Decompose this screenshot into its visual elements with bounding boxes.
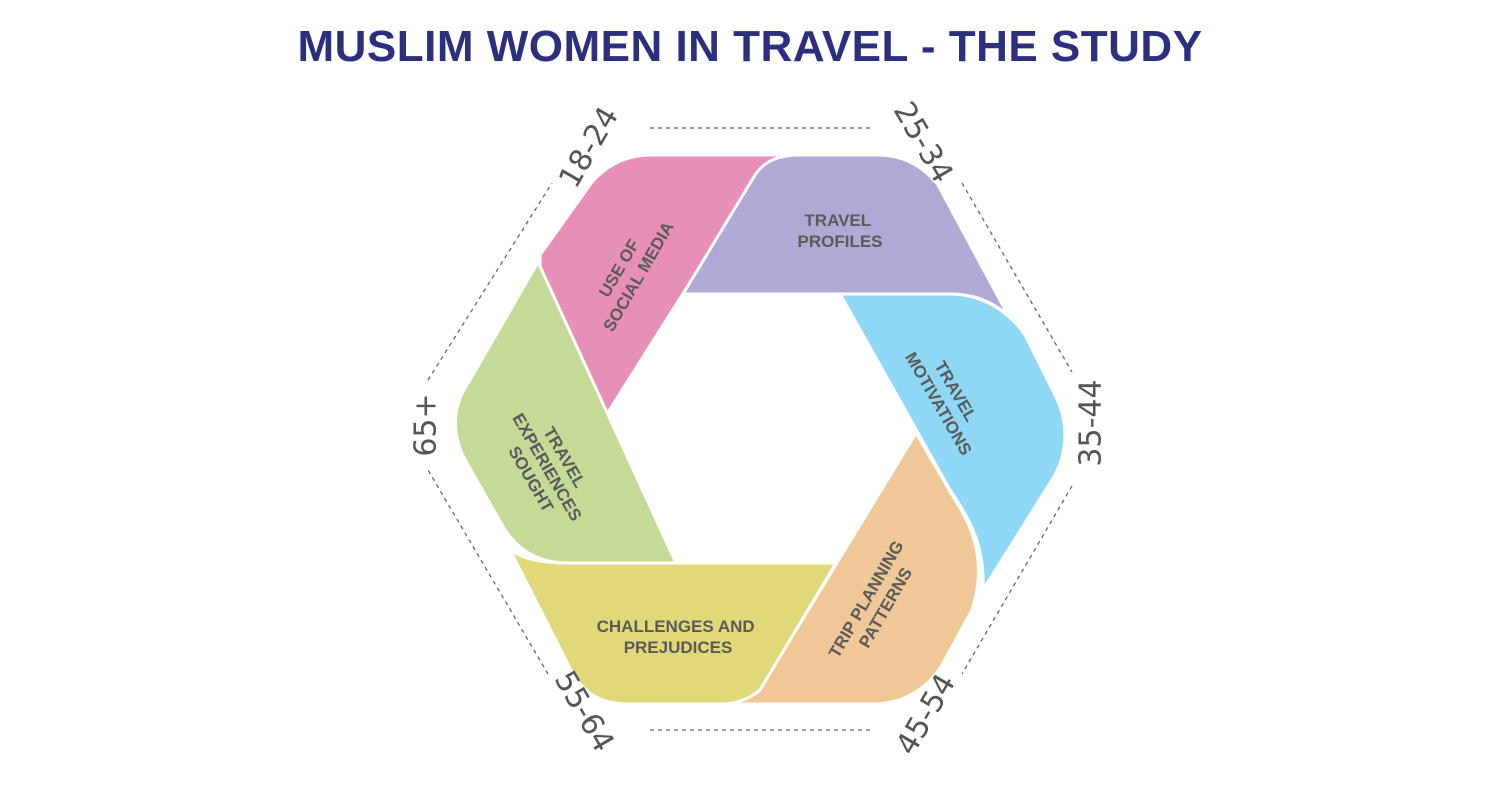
age-label-35-44: 35-44 bbox=[1074, 379, 1109, 466]
hexagon-dashed-outline bbox=[427, 127, 1073, 731]
shutter-segments bbox=[454, 153, 1067, 706]
page-title: MUSLIM WOMEN IN TRAVEL - THE STUDY bbox=[297, 22, 1203, 71]
segment-travel-motivations bbox=[838, 292, 1067, 592]
segment-label-challenges: CHALLENGES AND PREJUDICES bbox=[597, 617, 760, 657]
segment-experiences-sought bbox=[454, 260, 678, 565]
dashed-edge-upper-left bbox=[427, 182, 553, 381]
age-label-65-plus: 65+ bbox=[409, 393, 444, 456]
segment-challenges bbox=[508, 548, 838, 706]
segment-label-travel-profiles: TRAVEL PROFILES bbox=[797, 211, 882, 251]
